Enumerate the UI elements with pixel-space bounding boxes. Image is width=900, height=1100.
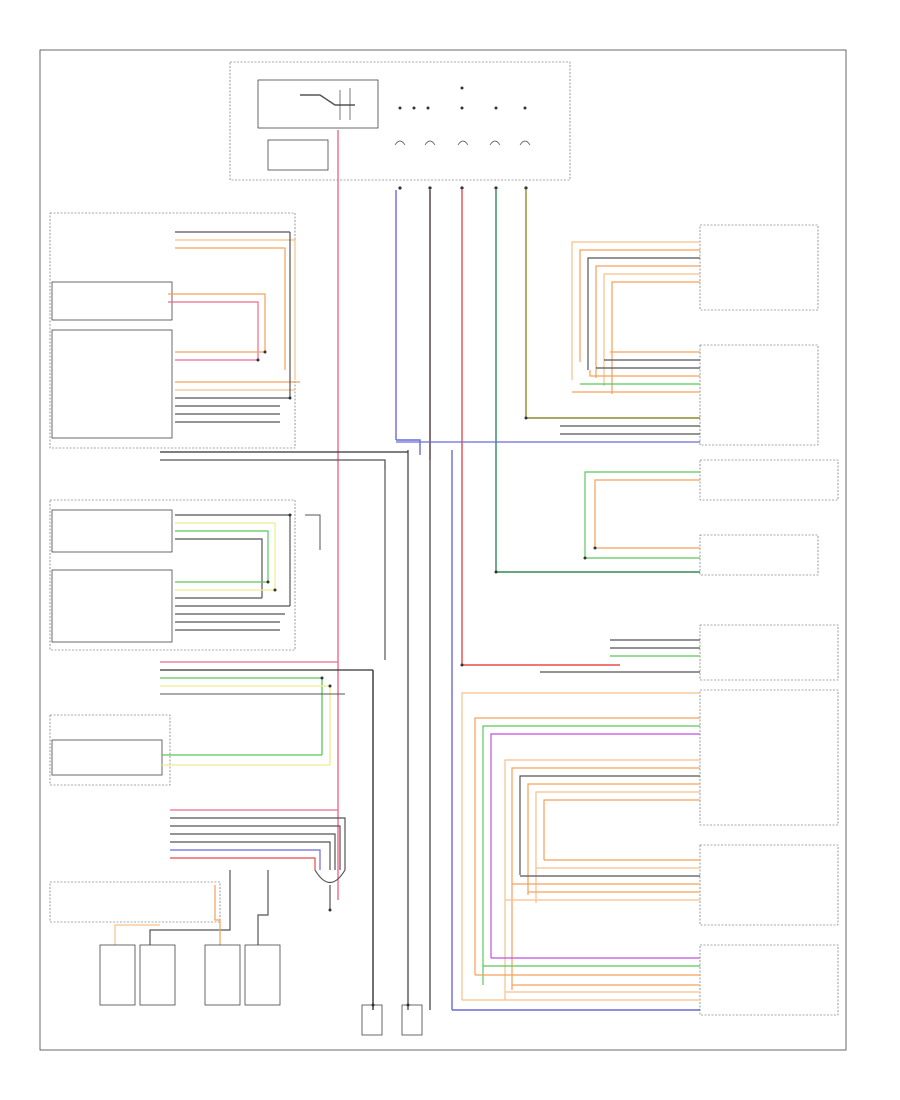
right-passenger-seat-switch xyxy=(461,624,839,1000)
left-lower-lumbar-module xyxy=(49,714,330,786)
right-memory-module xyxy=(584,459,839,576)
diagram-border xyxy=(39,49,847,1051)
left-middle-switch-module xyxy=(49,499,296,651)
left-middle-wires xyxy=(160,514,373,765)
right-passenger-lumbar-module xyxy=(462,944,839,1016)
right-driver-seat-motor xyxy=(396,344,819,446)
right-passenger-seat-motor xyxy=(505,844,839,926)
splice-points xyxy=(256,350,597,1007)
main-feed-wires xyxy=(337,130,700,1011)
right-driver-seat-switch xyxy=(571,224,819,394)
rear-seat-motors xyxy=(49,809,423,1036)
left-upper-wires xyxy=(160,231,408,470)
fuse-relay-module xyxy=(229,61,571,190)
